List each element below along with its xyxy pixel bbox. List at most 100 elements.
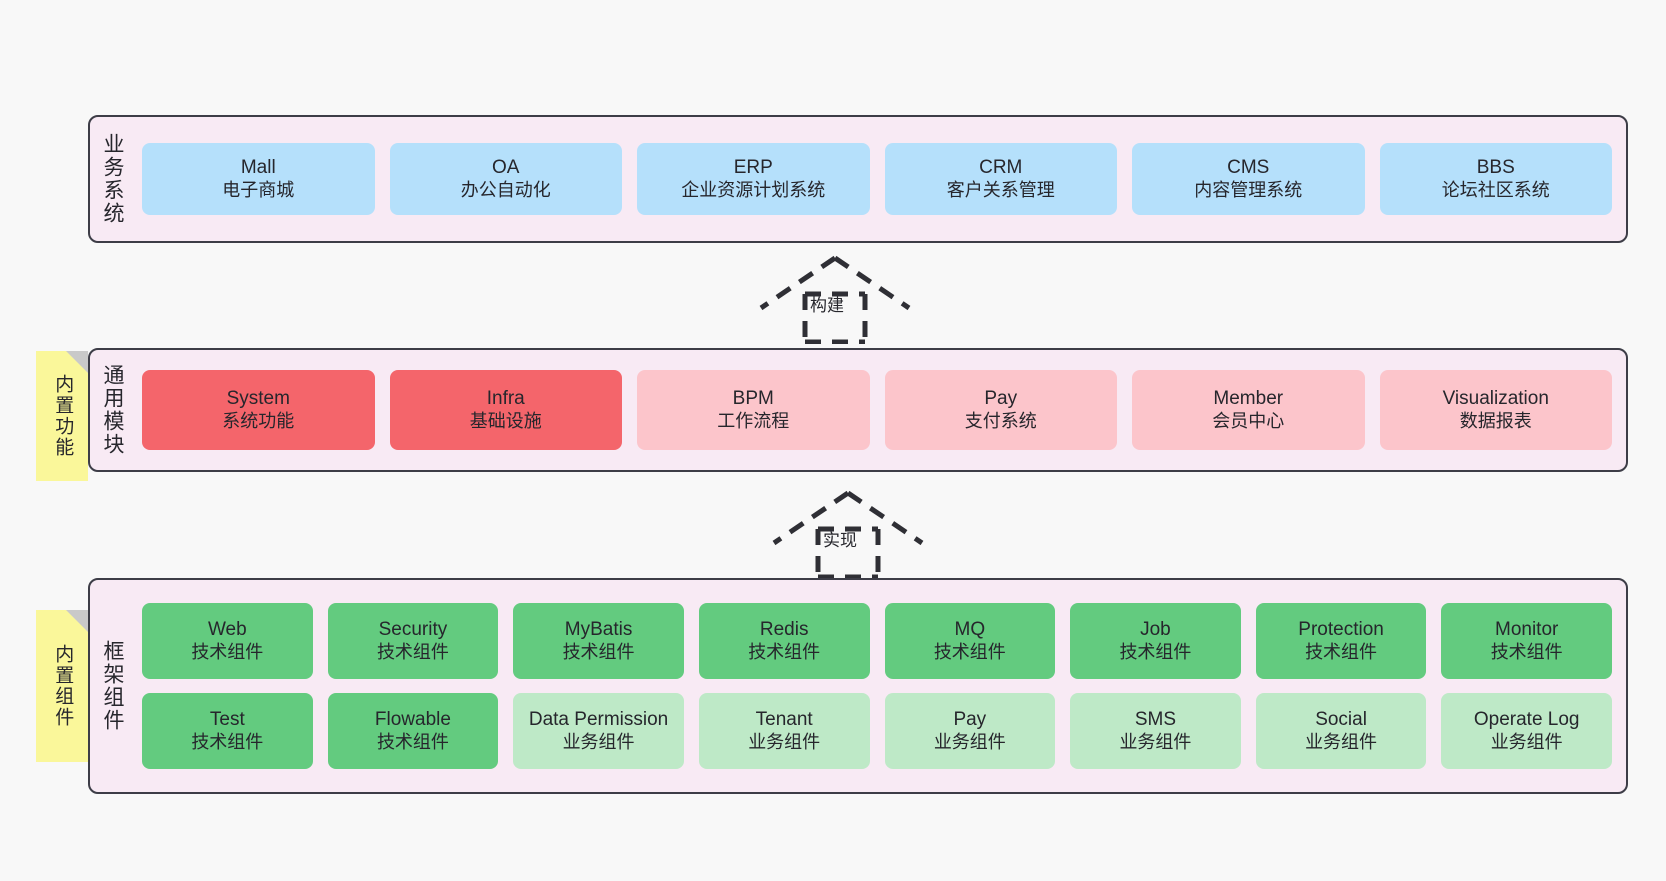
card-subtitle: 业务组件 (748, 731, 821, 752)
card-cms[interactable]: CMS 内容管理系统 (1132, 143, 1365, 215)
card-subtitle: 业务组件 (1119, 731, 1192, 752)
card-title: Pay (953, 709, 987, 731)
card-title: Mall (240, 157, 276, 179)
card-title: Security (378, 619, 448, 641)
card-subtitle: 论坛社区系统 (1441, 179, 1550, 200)
card-title: BPM (732, 388, 774, 410)
card-title: Flowable (374, 709, 451, 731)
card-title: Monitor (1495, 619, 1559, 641)
card-infra[interactable]: Infra 基础设施 (389, 370, 622, 450)
card-mybatis[interactable]: MyBatis 技术组件 (513, 603, 684, 679)
card-subtitle: 业务组件 (933, 731, 1006, 752)
layer-title-business: 业务系统 (101, 133, 125, 225)
card-subtitle: 技术组件 (1119, 641, 1192, 662)
sticky-note-builtin-features: 内置功能 (36, 351, 88, 481)
connector-implement-label: 实现 (823, 531, 857, 550)
card-subtitle: 技术组件 (191, 731, 264, 752)
card-title: Operate Log (1473, 709, 1580, 731)
card-subtitle: 业务组件 (1490, 731, 1563, 752)
card-mq[interactable]: MQ 技术组件 (884, 603, 1056, 679)
card-bpm[interactable]: BPM 工作流程 (637, 370, 870, 450)
card-subtitle: 技术组件 (376, 731, 449, 752)
card-subtitle: 业务组件 (1305, 731, 1378, 752)
card-title: ERP (733, 157, 773, 179)
sticky-note-label: 内置功能 (52, 374, 74, 458)
card-member[interactable]: Member 会员中心 (1132, 370, 1365, 450)
card-title: Redis (759, 619, 809, 641)
card-title: OA (492, 157, 520, 179)
card-subtitle: 数据报表 (1459, 410, 1532, 431)
card-title: Test (209, 709, 245, 731)
layer-body-framework: Web 技术组件 Security 技术组件 MyBatis 技术组件 Redi… (134, 580, 1626, 792)
card-tenant[interactable]: Tenant 业务组件 (698, 693, 870, 769)
card-pay-module[interactable]: Pay 支付系统 (884, 370, 1117, 450)
connector-build-label: 构建 (810, 296, 844, 315)
card-title: Visualization (1442, 388, 1549, 410)
card-title: Job (1140, 619, 1171, 641)
card-crm[interactable]: CRM 客户关系管理 (884, 143, 1117, 215)
card-test[interactable]: Test 技术组件 (142, 693, 313, 769)
card-subtitle: 电子商城 (222, 179, 295, 200)
card-title: System (226, 388, 290, 410)
card-flowable[interactable]: Flowable 技术组件 (327, 693, 499, 769)
card-visualization[interactable]: Visualization 数据报表 (1379, 370, 1612, 450)
card-title: CRM (979, 157, 1023, 179)
card-title: SMS (1134, 709, 1177, 731)
card-title: Infra (486, 388, 525, 410)
card-subtitle: 技术组件 (933, 641, 1006, 662)
card-subtitle: 办公自动化 (460, 179, 551, 200)
card-subtitle: 业务组件 (562, 731, 635, 752)
card-title: MyBatis (564, 619, 633, 641)
card-title: Social (1315, 709, 1367, 731)
card-erp[interactable]: ERP 企业资源计划系统 (637, 143, 870, 215)
card-subtitle: 工作流程 (717, 410, 790, 431)
card-title: CMS (1227, 157, 1270, 179)
card-title: Data Permission (528, 709, 669, 731)
card-subtitle: 客户关系管理 (946, 179, 1055, 200)
card-title: Web (207, 619, 247, 641)
framework-row-business: Test 技术组件 Flowable 技术组件 Data Permission … (142, 693, 1612, 769)
card-title: Tenant (755, 709, 813, 731)
card-web[interactable]: Web 技术组件 (142, 603, 313, 679)
card-data-permission[interactable]: Data Permission 业务组件 (513, 693, 684, 769)
card-subtitle: 基础设施 (469, 410, 542, 431)
layer-body-modules: System 系统功能 Infra 基础设施 BPM 工作流程 Pay 支付系统… (134, 350, 1626, 470)
card-subtitle: 企业资源计划系统 (681, 179, 826, 200)
card-subtitle: 系统功能 (222, 410, 295, 431)
card-bbs[interactable]: BBS 论坛社区系统 (1379, 143, 1612, 215)
card-title: BBS (1476, 157, 1515, 179)
card-subtitle: 支付系统 (964, 410, 1037, 431)
card-job[interactable]: Job 技术组件 (1070, 603, 1241, 679)
card-title: Pay (984, 388, 1018, 410)
card-subtitle: 技术组件 (191, 641, 264, 662)
folded-corner-icon (66, 351, 88, 373)
card-subtitle: 技术组件 (1490, 641, 1563, 662)
card-oa[interactable]: OA 办公自动化 (389, 143, 622, 215)
card-subtitle: 会员中心 (1212, 410, 1285, 431)
card-subtitle: 技术组件 (376, 641, 449, 662)
card-pay-component[interactable]: Pay 业务组件 (884, 693, 1056, 769)
card-operate-log[interactable]: Operate Log 业务组件 (1441, 693, 1612, 769)
card-security[interactable]: Security 技术组件 (327, 603, 499, 679)
layer-body-business: Mall 电子商城 OA 办公自动化 ERP 企业资源计划系统 CRM 客户关系… (134, 117, 1626, 241)
card-title: MQ (954, 619, 986, 641)
card-social[interactable]: Social 业务组件 (1255, 693, 1427, 769)
layer-common-modules: 通用模块 System 系统功能 Infra 基础设施 BPM 工作流程 Pay… (88, 348, 1628, 472)
card-subtitle: 内容管理系统 (1194, 179, 1303, 200)
layer-business-systems: 业务系统 Mall 电子商城 OA 办公自动化 ERP 企业资源计划系统 CRM… (88, 115, 1628, 243)
card-redis[interactable]: Redis 技术组件 (698, 603, 870, 679)
card-protection[interactable]: Protection 技术组件 (1255, 603, 1427, 679)
card-mall[interactable]: Mall 电子商城 (142, 143, 375, 215)
card-sms[interactable]: SMS 业务组件 (1070, 693, 1241, 769)
folded-corner-icon (66, 610, 88, 632)
card-system[interactable]: System 系统功能 (142, 370, 375, 450)
framework-row-technical: Web 技术组件 Security 技术组件 MyBatis 技术组件 Redi… (142, 603, 1612, 679)
card-title: Protection (1298, 619, 1384, 641)
card-monitor[interactable]: Monitor 技术组件 (1441, 603, 1612, 679)
sticky-note-label: 内置组件 (52, 644, 74, 728)
layer-framework-components: 框架组件 Web 技术组件 Security 技术组件 MyBatis 技术组件… (88, 578, 1628, 794)
card-title: Member (1213, 388, 1284, 410)
card-subtitle: 技术组件 (1305, 641, 1378, 662)
layer-title-modules: 通用模块 (101, 364, 125, 456)
card-subtitle: 技术组件 (562, 641, 635, 662)
